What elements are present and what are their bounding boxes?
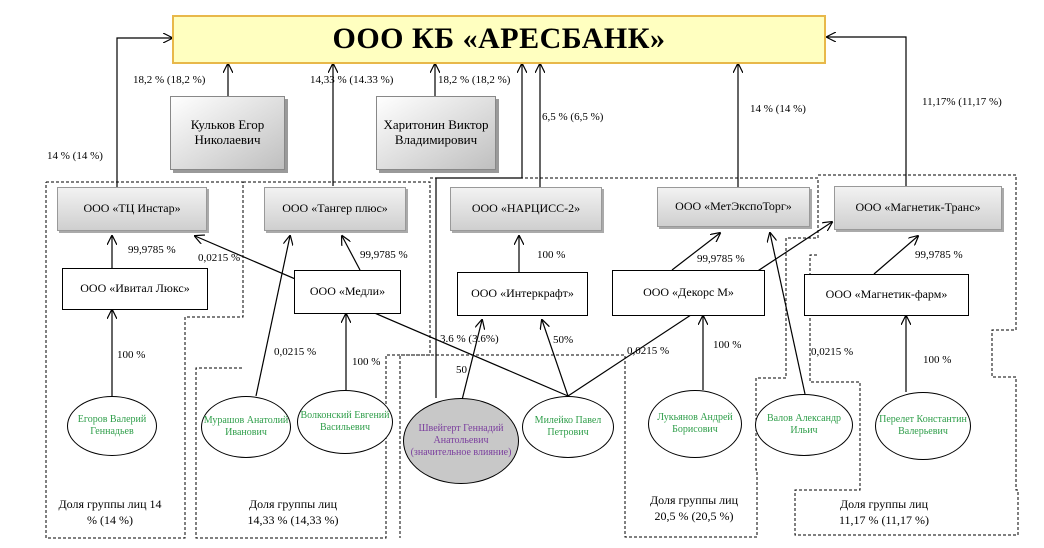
owner-box-kulkov: Кульков Егор Николаевич [170, 96, 285, 170]
company-tanger: ООО «Тангер плюс» [264, 187, 406, 231]
share-label-volkonsky-medli: 100 % [352, 356, 381, 368]
company-narciss: ООО «НАРЦИСС-2» [450, 187, 602, 231]
company-dekors: ООО «Декорс М» [612, 270, 765, 316]
share-label-tanger: 14,33 % (14.33 %) [310, 74, 394, 86]
company-metexpo: ООО «МетЭкспоТорг» [657, 187, 810, 227]
share-label-dekors-metexpo: 99,9785 % [697, 253, 745, 265]
share-label-murashov-tanger: 0,0215 % [274, 346, 317, 358]
share-label-shveigert-interkraft: 3.6 % (3.6%) [440, 333, 499, 345]
share-label-metexpo: 14 % (14 %) [750, 103, 806, 115]
share-label-mileiko-interkraft: 50% [553, 334, 574, 346]
company-interkraft: ООО «Интеркрафт» [457, 272, 588, 316]
share-label-instar: 14 % (14 %) [47, 150, 103, 162]
share-label-interkraft-narciss: 100 % [537, 249, 566, 261]
person-volkonsky: Волконский Евгений Васильевич [297, 390, 393, 454]
share-label-kulkov: 18,2 % (18,2 %) [133, 74, 206, 86]
share-label-kharitonin: 18,2 % (18,2 %) [438, 74, 511, 86]
share-label-ivital-instar: 99,9785 % [128, 244, 176, 256]
share-label-egorov-ivital: 100 % [117, 349, 146, 361]
share-label-mileiko-metexpo: 0,0215 % [627, 345, 670, 357]
group-share-1: Доля группы лиц 14 % (14 %) [58, 497, 162, 527]
company-medli: ООО «Медли» [294, 270, 401, 314]
share-label-valov-magnetik: 0,0215 % [811, 346, 854, 358]
person-murashov: Мурашов Анатолий Иванович [201, 396, 291, 458]
share-label-shveigert-50: 50 [456, 364, 467, 376]
person-perelet: Перелет Константин Валерьевич [875, 392, 971, 460]
company-magnetik-trans: ООО «Магнетик-Транс» [834, 186, 1002, 230]
share-label-farm-magnetik: 99,9785 % [915, 249, 963, 261]
person-egorov: Егоров Валерий Геннадьев [67, 396, 157, 456]
company-ivital: ООО «Ивитал Люкс» [62, 268, 208, 310]
share-label-lukyanov-dekors: 100 % [713, 339, 742, 351]
group-share-3: Доля группы лиц 20,5 % (20,5 %) [649, 493, 739, 523]
company-magnetik-farm: ООО «Магнетик-фарм» [804, 274, 969, 316]
group-share-2: Доля группы лиц 14,33 % (14,33 %) [247, 497, 339, 527]
bank-title: ООО КБ «АРЕСБАНК» [172, 15, 826, 64]
group-share-4: Доля группы лиц 11,17 % (11,17 %) [838, 497, 930, 527]
owner-box-kharitonin: Харитонин Виктор Владимирович [376, 96, 496, 170]
share-label-mileiko-instar: 0,0215 % [198, 252, 241, 264]
person-shveigert: Швейгерт Геннадий Анатольевич (значитель… [403, 398, 519, 484]
person-valov: Валов Александр Ильич [755, 394, 853, 456]
person-lukyanov: Лукьянов Андрей Борисович [648, 390, 742, 458]
person-mileiko: Милейко Павел Петрович [522, 396, 614, 458]
group-borders [45, 174, 1019, 539]
company-instar: ООО «ТЦ Инстар» [57, 187, 207, 231]
share-label-medli-tanger: 99,9785 % [360, 249, 408, 261]
share-label-perelet-farm: 100 % [923, 354, 952, 366]
share-label-magnetik: 11,17% (11,17 %) [922, 96, 1002, 108]
share-label-narciss: 6,5 % (6,5 %) [542, 111, 604, 123]
ownership-arrows [112, 37, 918, 401]
